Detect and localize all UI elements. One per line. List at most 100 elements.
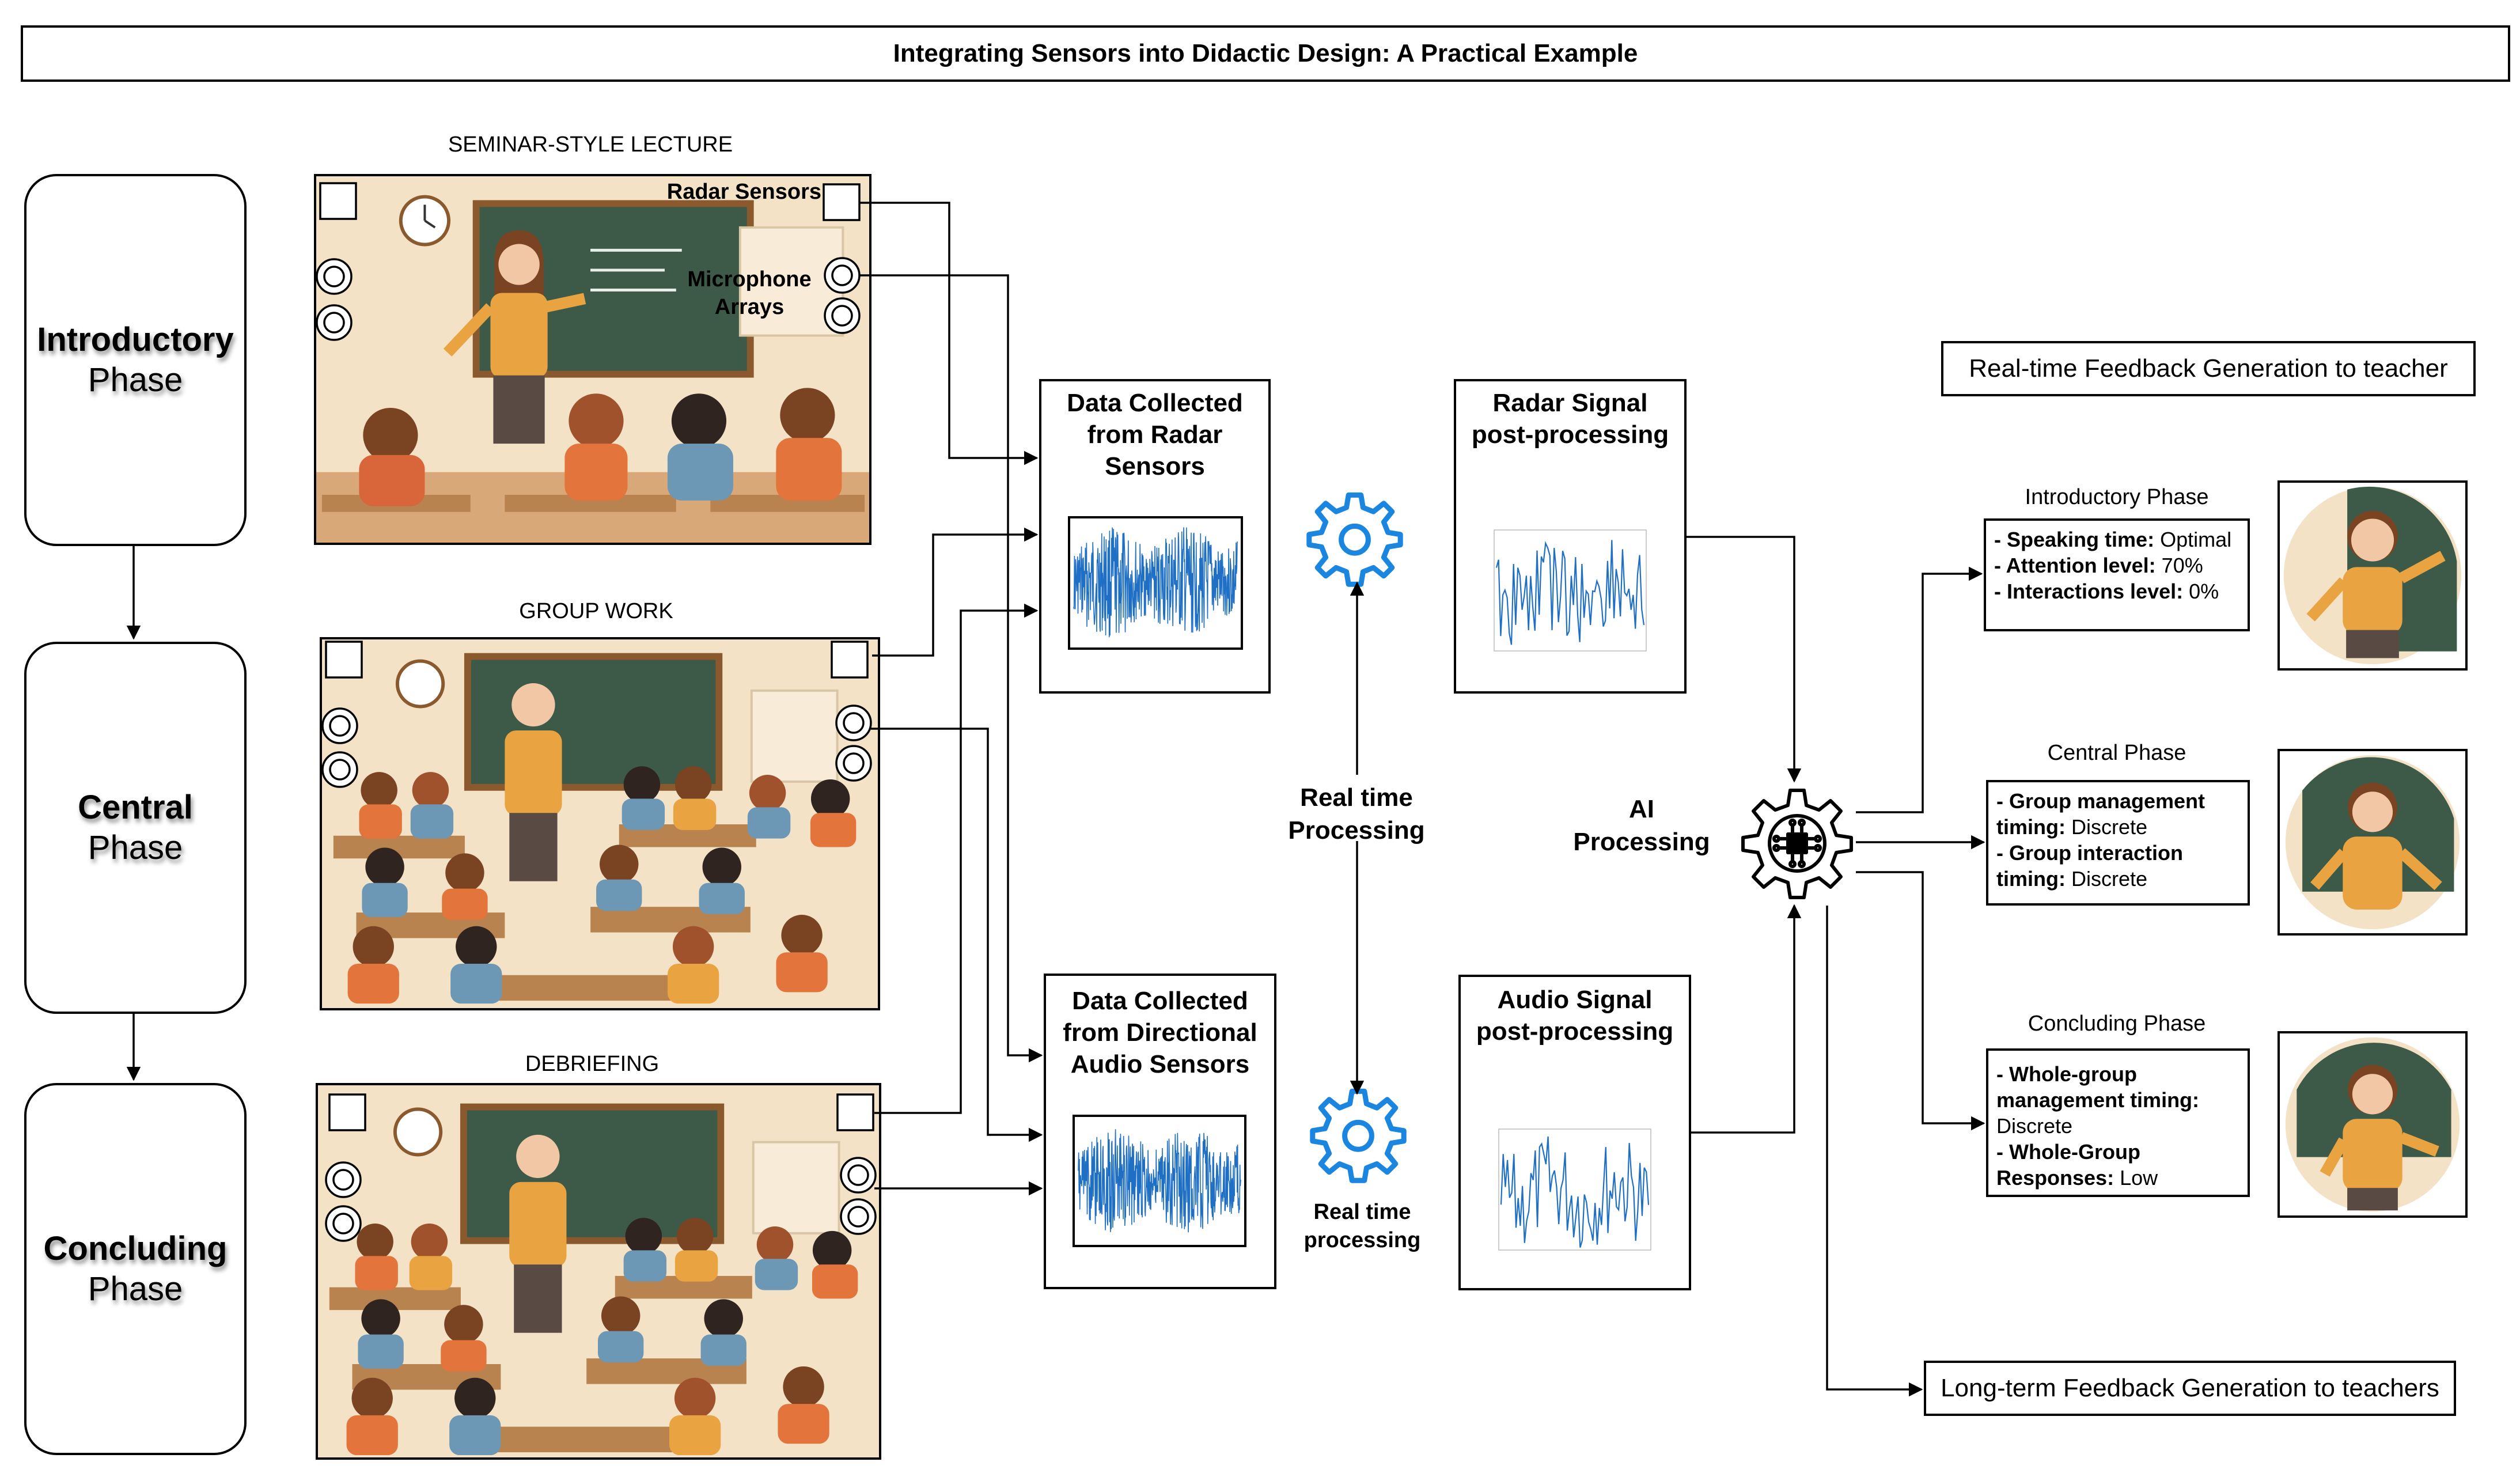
scene-label-lecture: SEMINAR-STYLE LECTURE [448, 132, 733, 157]
microphone-array-icon [321, 707, 358, 744]
realtime-processing-label: Real time Processing [1267, 781, 1446, 847]
realtime-feedback-box: Real-time Feedback Generation to teacher [1941, 341, 2476, 396]
connector-groupwork-mic [871, 728, 1043, 1142]
microphone-array-icon [840, 1157, 877, 1194]
ai-processing-label-line1: AI [1629, 795, 1654, 823]
connector-ai-to-intro-feedback [1856, 566, 1983, 813]
audio-processed-signal-plot [1487, 1123, 1662, 1262]
feedback-concluding-whole-group-key: - Whole-group [1996, 1062, 2137, 1086]
gear-icon-lower-graphic [1310, 1088, 1407, 1183]
radar-data-node-title-line3: Sensors [1105, 452, 1205, 480]
microphone-array-icon [316, 258, 353, 295]
radar-postprocessing-title: Radar Signal post-processing [1454, 387, 1687, 450]
phase-concluding-name: Concluding [43, 1230, 228, 1268]
audio-postprocessing-title-line2: post-processing [1476, 1017, 1674, 1046]
connector-lecture-mic [858, 274, 1043, 1063]
microphone-arrays-label-line1: Microphone [687, 267, 812, 291]
teacher-avatar-central-graphic [2285, 755, 2460, 930]
ai-processing-label-line2: Processing [1573, 828, 1710, 857]
connector-audio-post-to-ai [1691, 904, 1802, 1134]
connector-radar-post-to-ai [1687, 536, 1802, 783]
radar-raw-waveform [1068, 516, 1243, 650]
phase-central-word: Phase [88, 829, 183, 866]
longterm-feedback-text: Long-term Feedback Generation to teacher… [1941, 1374, 2439, 1402]
teacher-avatar-central [2278, 749, 2468, 936]
feedback-concluding-line2: management timing: [1996, 1087, 2239, 1113]
debriefing-scene-graphic [318, 1085, 879, 1457]
audio-data-node-title-line1: Data Collected [1072, 987, 1248, 1015]
feedback-central-timing-value-2: Discrete [2065, 867, 2148, 891]
feedback-concluding-whole-group-responses-key: - Whole-Group [1996, 1140, 2140, 1164]
diagram-title-text: Integrating Sensors into Didactic Design… [893, 39, 1638, 67]
microphone-array-icon [321, 751, 358, 788]
plot-axes [1498, 1128, 1651, 1251]
scene-label-group-work: GROUP WORK [519, 599, 673, 623]
feedback-concluding-line1: - Whole-group [1996, 1061, 2239, 1087]
realtime-processing-sublabel: Real time processing [1273, 1198, 1452, 1255]
audio-processed-signal-graphic [1498, 1128, 1651, 1251]
audio-raw-waveform [1073, 1115, 1246, 1247]
microphone-array-icon [835, 705, 872, 741]
feedback-central-line2: timing: Discrete [1996, 814, 2239, 840]
microphone-array-icon [325, 1205, 362, 1242]
feedback-box-introductory: - Speaking time: Optimal - Attention lev… [1984, 518, 2250, 631]
classroom-illustration-group-work [320, 637, 880, 1010]
feedback-concluding-line3: Discrete [1996, 1113, 2239, 1139]
diagram-title: Integrating Sensors into Didactic Design… [21, 25, 2510, 82]
processed-signal-trace [1495, 540, 1645, 645]
feedback-central-line1: - Group management [1996, 788, 2239, 814]
microphone-array-icon [325, 1161, 362, 1198]
lecture-scene-graphic [316, 176, 869, 543]
feedback-concluding-management-timing-key: management timing: [1996, 1088, 2200, 1112]
feedback-central-timing-value-1: Discrete [2065, 815, 2148, 839]
realtime-processing-sublabel-line1: Real time [1313, 1200, 1411, 1224]
ai-processing-label: AI Processing [1555, 793, 1728, 858]
radar-raw-waveform-graphic [1073, 527, 1238, 638]
radar-processed-signal-graphic [1494, 529, 1647, 652]
feedback-central-timing-key-1: timing: [1996, 815, 2066, 839]
classroom-illustration-lecture [314, 174, 871, 545]
realtime-processing-label-line1: Real time [1300, 783, 1413, 812]
radar-sensor-icon [325, 641, 363, 679]
connector-groupwork-radar [872, 527, 1039, 657]
microphone-array-icon [824, 257, 861, 294]
radar-processed-signal-plot [1483, 524, 1658, 662]
audio-data-node-title-line2: from Directional [1063, 1018, 1257, 1047]
audio-data-node-title: Data Collected from Directional Audio Se… [1044, 985, 1276, 1080]
classroom-illustration-debriefing [316, 1083, 881, 1460]
microphone-array-icon [835, 745, 872, 782]
feedback-central-group-interaction-key: - Group interaction [1996, 841, 2183, 865]
audio-postprocessing-title-line1: Audio Signal [1497, 986, 1653, 1014]
gear-icon [1306, 1083, 1410, 1187]
feedback-central-timing-key-2: timing: [1996, 867, 2066, 891]
feedback-intro-line2: - Attention level: 70% [1994, 552, 2239, 578]
radar-data-node-title-line2: from Radar [1087, 421, 1223, 449]
feedback-intro-attention-key: - Attention level: [1994, 554, 2156, 577]
ai-chip-gear-icon [1740, 786, 1855, 901]
processed-signal-trace [1500, 1136, 1650, 1248]
teacher-avatar-introductory-graphic [2283, 486, 2462, 665]
feedback-concluding-management-timing-value: Discrete [1996, 1114, 2073, 1138]
realtime-feedback-text: Real-time Feedback Generation to teacher [1969, 354, 2448, 382]
feedback-central-line3: - Group interaction [1996, 840, 2239, 866]
radar-postprocessing-title-line2: post-processing [1471, 421, 1669, 449]
radar-sensors-label: Radar Sensors [666, 180, 821, 204]
plot-axes [1494, 529, 1647, 652]
phase-introductory-word: Phase [88, 361, 183, 399]
radar-sensor-icon [328, 1093, 366, 1131]
feedback-concluding-line4: - Whole-Group [1996, 1139, 2239, 1165]
feedback-concluding-responses-value: Low [2114, 1166, 2158, 1190]
radar-postprocessing-title-line1: Radar Signal [1492, 389, 1648, 417]
feedback-intro-speaking-key: - Speaking time: [1994, 528, 2155, 551]
realtime-processing-label-line2: Processing [1288, 816, 1425, 845]
scene-label-debriefing: DEBRIEFING [525, 1052, 660, 1076]
feedback-central-line4: timing: Discrete [1996, 866, 2239, 892]
feedback-caption-central: Central Phase [2047, 741, 2186, 765]
connector-debriefing-radar [874, 603, 1039, 1114]
feedback-concluding-line5: Responses: Low [1996, 1165, 2239, 1191]
radar-data-node-title: Data Collected from Radar Sensors [1039, 387, 1271, 482]
group-work-scene-graphic [322, 639, 878, 1008]
phase-introductory: Introductory Phase [24, 174, 247, 546]
realtime-processing-sublabel-line2: processing [1303, 1228, 1421, 1253]
